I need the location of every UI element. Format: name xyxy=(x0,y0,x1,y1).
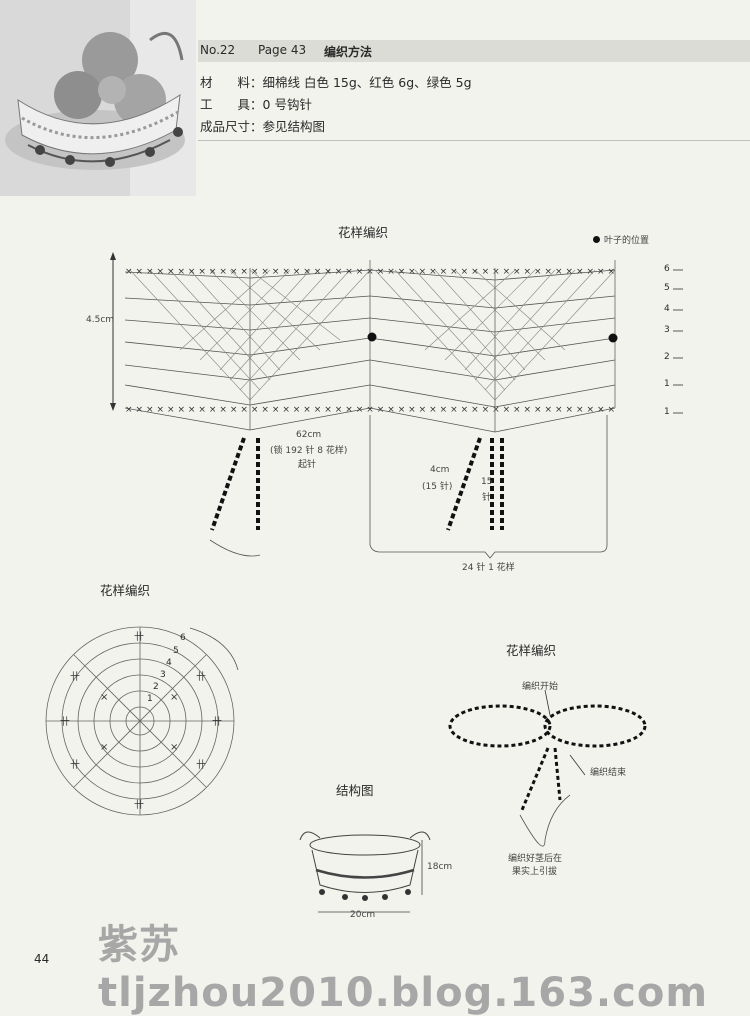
leaf-note-2: 果实上引拔 xyxy=(512,867,558,877)
leaf-legend-label: 叶子的位置 xyxy=(604,236,650,246)
svg-text:卄: 卄 xyxy=(134,799,144,811)
round-2: 2 xyxy=(153,682,159,692)
svg-text:卄: 卄 xyxy=(70,759,80,771)
svg-text:×: × xyxy=(100,742,108,753)
round-chart-title: 花样编织 xyxy=(100,583,151,598)
leaf-start: 编织开始 xyxy=(522,682,559,692)
round-3: 3 xyxy=(160,670,166,680)
size-line: 成品尺寸：参见结构图 xyxy=(200,116,325,135)
tools-value: 0 号钩针 xyxy=(262,97,312,112)
materials-label: 材 料： xyxy=(200,75,263,90)
leaf-end: 编织结束 xyxy=(590,768,627,778)
strap-count: 15 xyxy=(481,477,493,487)
product-photo xyxy=(0,0,196,196)
page-reference: Page 43 xyxy=(258,43,307,57)
structure-height: 18cm xyxy=(427,862,453,872)
svg-text:卄: 卄 xyxy=(196,759,206,771)
header-bar: No.22 Page 43 编织方法 xyxy=(198,40,750,62)
height-label: 4.5cm xyxy=(86,315,115,325)
svg-text:×: × xyxy=(170,692,178,703)
row-number-foundation: 1 xyxy=(664,407,670,417)
leaf-note-1: 编织好茎后在 xyxy=(508,854,563,864)
svg-text:×: × xyxy=(100,692,108,703)
row-number-3: 3 xyxy=(664,325,670,335)
svg-text:卄: 卄 xyxy=(212,716,222,728)
header-title: 编织方法 xyxy=(324,45,373,59)
tools-label: 工 具： xyxy=(200,97,263,112)
svg-text:卄: 卄 xyxy=(196,671,206,683)
repeat-label: 24 针 1 花样 xyxy=(462,563,515,573)
row-number-2: 2 xyxy=(664,352,670,362)
structure-width: 20cm xyxy=(350,910,376,920)
round-5: 5 xyxy=(173,646,179,656)
round-6: 6 xyxy=(180,633,186,643)
svg-text:卄: 卄 xyxy=(134,631,144,643)
svg-text:卄: 卄 xyxy=(60,716,70,728)
row-number-6: 6 xyxy=(664,264,670,274)
row-number-1: 1 xyxy=(664,379,670,389)
svg-text:×: × xyxy=(170,742,178,753)
leaf-legend: 叶子的位置 xyxy=(593,233,649,246)
round-4: 4 xyxy=(166,658,172,668)
row-number-5: 5 xyxy=(664,283,670,293)
leaf-dot-icon xyxy=(593,236,600,243)
page-number: 44 xyxy=(34,952,50,966)
header-rule xyxy=(198,140,750,141)
row-number-4: 4 xyxy=(664,304,670,314)
watermark: 紫苏tljzhou2010.blog.163.com xyxy=(98,922,708,1016)
structure-title: 结构图 xyxy=(336,783,374,798)
materials-line: 材 料：细棉线 白色 15g、红色 6g、绿色 5g xyxy=(200,72,472,91)
chain-count: (锁 192 针 8 花样) xyxy=(270,446,348,456)
strap-stitches: (15 针) xyxy=(422,482,453,492)
round-1: 1 xyxy=(147,694,153,704)
size-value: 参见结构图 xyxy=(262,119,326,134)
main-chart-title: 花样编织 xyxy=(338,225,389,240)
materials-value: 细棉线 白色 15g、红色 6g、绿色 5g xyxy=(262,75,472,90)
size-label: 成品尺寸： xyxy=(200,119,263,134)
svg-text:××××××××××××××××××××××××××××××: ××××××××××××××××××××××××××××××××××××××××… xyxy=(125,405,615,415)
chain-start: 起针 xyxy=(298,460,317,470)
pattern-number: No.22 xyxy=(200,43,236,57)
chain-length: 62cm xyxy=(296,430,322,440)
leaf-chart-title: 花样编织 xyxy=(506,643,557,658)
strap-length: 4cm xyxy=(430,465,450,475)
tools-line: 工 具：0 号钩针 xyxy=(200,94,312,113)
strap-unit: 针 xyxy=(482,493,492,503)
svg-text:卄: 卄 xyxy=(70,671,80,683)
